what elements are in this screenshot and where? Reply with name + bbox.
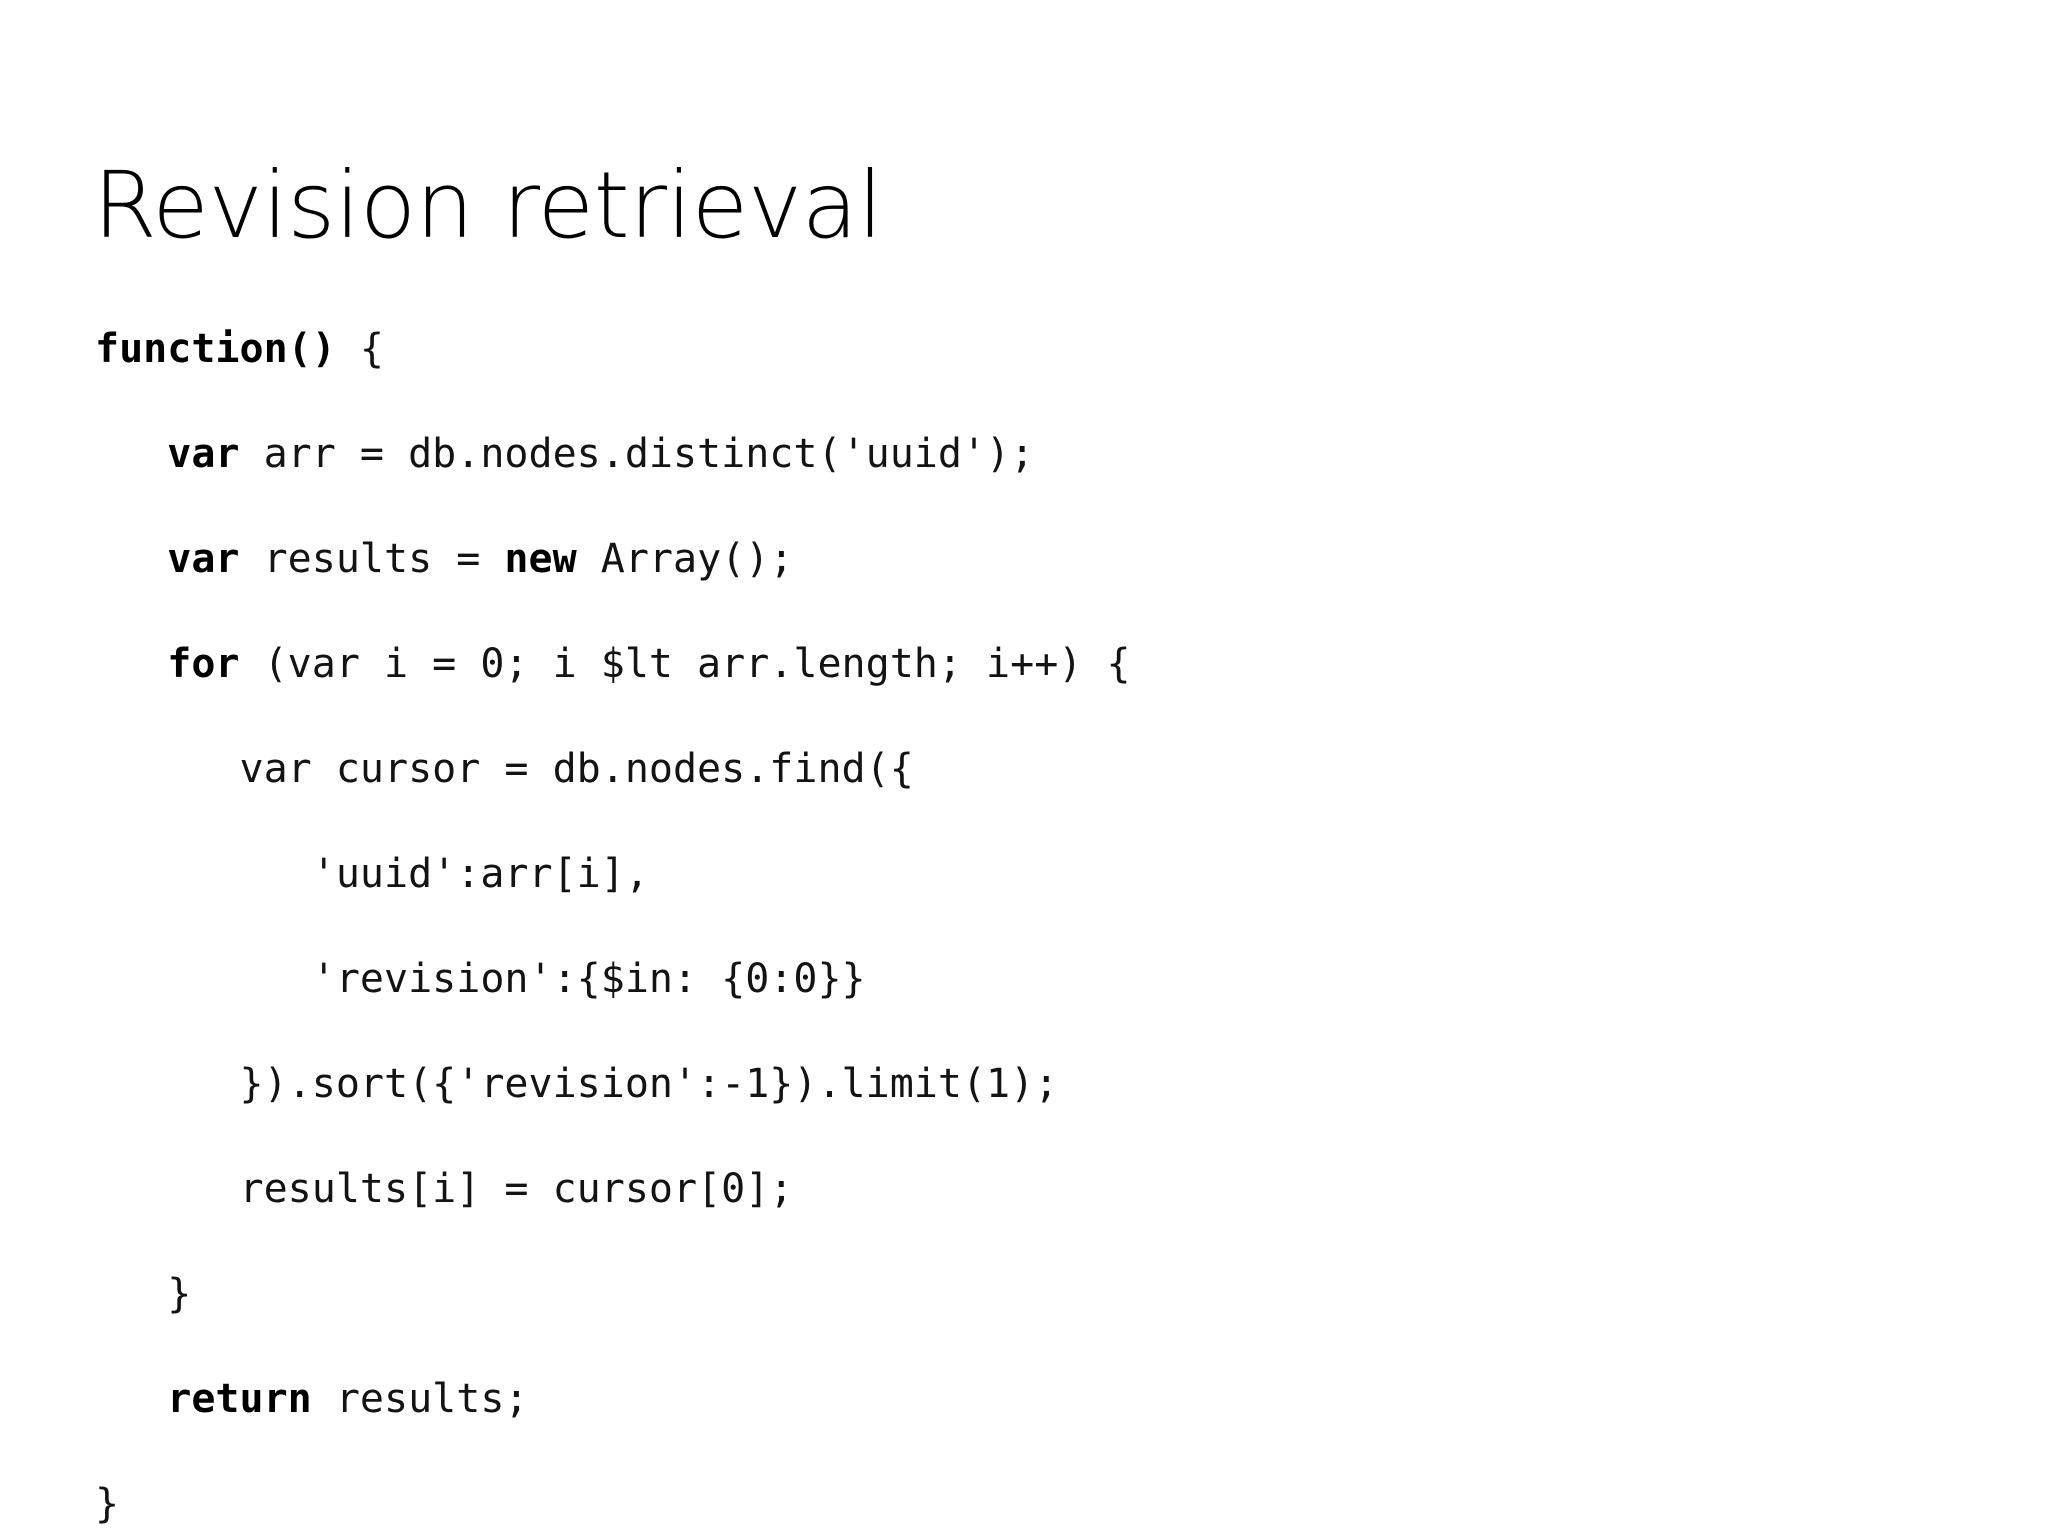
code-line: var cursor = db.nodes.find({ bbox=[95, 743, 1975, 796]
code-line: 'revision':{$in: {0:0}} bbox=[95, 953, 1975, 1006]
code-text: results[i] = cursor[0]; bbox=[239, 1166, 794, 1212]
code-indent bbox=[95, 1061, 240, 1107]
code-indent bbox=[95, 431, 167, 477]
code-text: { bbox=[335, 326, 384, 372]
code-text: (var i = 0; i $lt arr.length; i++) { bbox=[239, 641, 1131, 687]
code-text: arr = db.nodes.distinct('uuid'); bbox=[239, 431, 1035, 477]
code-line: function() { bbox=[95, 323, 1975, 376]
code-text: 'uuid':arr[i], bbox=[311, 851, 649, 897]
code-text: results; bbox=[311, 1376, 529, 1422]
code-keyword: var bbox=[167, 431, 240, 477]
code-keyword: function() bbox=[95, 326, 336, 372]
code-line: var arr = db.nodes.distinct('uuid'); bbox=[95, 428, 1975, 481]
code-indent bbox=[95, 956, 312, 1002]
code-line: 'uuid':arr[i], bbox=[95, 848, 1975, 901]
code-line: var results = new Array(); bbox=[95, 533, 1975, 586]
code-indent bbox=[95, 1271, 167, 1317]
code-block: function() { var arr = db.nodes.distinct… bbox=[95, 323, 1975, 1531]
code-line: results[i] = cursor[0]; bbox=[95, 1163, 1975, 1216]
code-text: }).sort({'revision':-1}).limit(1); bbox=[239, 1061, 1059, 1107]
code-indent bbox=[95, 1376, 167, 1422]
code-keyword: return bbox=[167, 1376, 312, 1422]
code-line: } bbox=[95, 1478, 1975, 1531]
code-keyword: new bbox=[504, 536, 577, 582]
code-text: results = bbox=[239, 536, 505, 582]
code-line: for (var i = 0; i $lt arr.length; i++) { bbox=[95, 638, 1975, 691]
code-indent bbox=[95, 851, 312, 897]
code-keyword: var bbox=[167, 536, 240, 582]
code-line: return results; bbox=[95, 1373, 1975, 1426]
code-indent bbox=[95, 1166, 240, 1212]
code-text: } bbox=[95, 1481, 120, 1527]
code-indent bbox=[95, 746, 240, 792]
code-text: Array(); bbox=[576, 536, 794, 582]
code-text: var cursor = db.nodes.find({ bbox=[239, 746, 914, 792]
code-line: } bbox=[95, 1268, 1975, 1321]
page-title: Revision retrieval bbox=[93, 151, 883, 259]
code-line: }).sort({'revision':-1}).limit(1); bbox=[95, 1058, 1975, 1111]
code-indent bbox=[95, 641, 167, 687]
code-text: 'revision':{$in: {0:0}} bbox=[311, 956, 866, 1002]
code-text: } bbox=[167, 1271, 192, 1317]
code-indent bbox=[95, 536, 167, 582]
code-keyword: for bbox=[167, 641, 240, 687]
